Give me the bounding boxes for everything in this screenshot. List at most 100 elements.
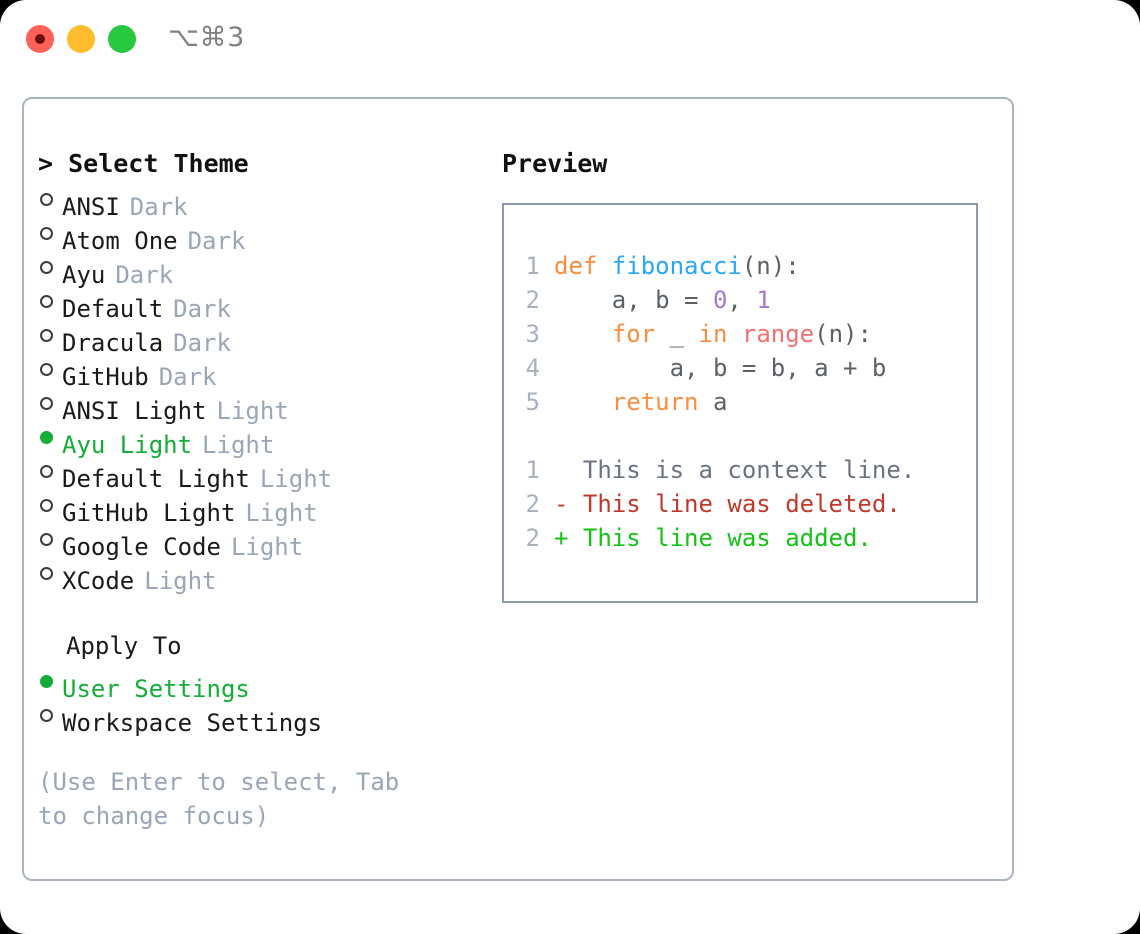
keyboard-hint-text: (Use Enter to select, Tab to change focu… <box>38 768 414 830</box>
theme-option-label: Dracula <box>62 329 164 357</box>
diff-line-text: - This line was deleted. <box>554 490 901 518</box>
theme-option-variant-badge: Dark <box>173 329 231 357</box>
radio-unselected-icon <box>38 351 62 385</box>
theme-option-variant-badge: Light <box>259 465 333 493</box>
apply-to-option-user-settings[interactable]: User Settings <box>38 663 498 703</box>
theme-option-label: Default <box>62 295 164 323</box>
theme-option-label: GitHub <box>62 363 149 391</box>
code-line-text: return a <box>554 385 728 419</box>
traffic-light-buttons <box>26 25 136 53</box>
code-token-pl: , <box>727 286 757 314</box>
code-line: 1 def fibonacci(n): <box>504 249 976 283</box>
theme-option-variant-badge: Dark <box>129 193 188 221</box>
preview-spacer <box>504 419 976 453</box>
code-line: 3 for _ in range(n): <box>504 317 976 351</box>
code-token-pl: a, b = b, a + b <box>554 354 887 382</box>
code-token-kw: return <box>611 388 699 416</box>
diff-line-text: This is a context line. <box>554 456 916 484</box>
keyboard-shortcut-label: ⌥⌘3 <box>168 22 245 53</box>
apply-to-option-label: User Settings <box>62 675 250 703</box>
theme-option-dracula[interactable]: Dracula Dark <box>38 317 498 357</box>
code-token-num: 1 <box>756 286 771 314</box>
radio-unselected-icon <box>38 697 62 731</box>
theme-option-google-code[interactable]: Google Code Light <box>38 521 498 561</box>
theme-option-label: GitHub Light <box>62 499 236 527</box>
code-line-text: for _ in range(n): <box>554 317 872 351</box>
code-line-number: 1 <box>525 252 540 280</box>
diff-line-ctx: 1 This is a context line. <box>504 453 976 487</box>
theme-option-label: Default Light <box>62 465 250 493</box>
radio-unselected-icon <box>38 317 62 351</box>
theme-option-variant-badge: Light <box>144 567 217 595</box>
code-line-text: def fibonacci(n): <box>554 249 800 283</box>
diff-line-number: 1 <box>525 456 540 484</box>
theme-option-variant-badge: Light <box>245 499 318 527</box>
diff-line-text: + This line was added. <box>554 524 872 552</box>
theme-option-label: ANSI <box>62 193 120 221</box>
theme-option-label: XCode <box>62 567 135 595</box>
theme-option-label: Atom One <box>62 227 178 255</box>
code-line-text: a, b = b, a + b <box>554 351 887 385</box>
code-token-kw: in <box>698 320 728 348</box>
radio-unselected-icon <box>38 215 62 249</box>
theme-option-variant-badge: Dark <box>173 295 231 323</box>
theme-option-label: ANSI Light <box>62 397 207 425</box>
code-line: 5 return a <box>504 385 976 419</box>
theme-option-variant-badge: Dark <box>187 227 246 255</box>
theme-option-label: Ayu <box>62 261 106 289</box>
theme-option-ayu[interactable]: Ayu Dark <box>38 249 498 289</box>
zoom-button[interactable] <box>108 25 136 53</box>
diff-line-del: 2 - This line was deleted. <box>504 487 976 521</box>
diff-line-number: 2 <box>525 490 540 518</box>
close-button[interactable] <box>26 25 54 53</box>
code-line: 2 a, b = 0, 1 <box>504 283 976 317</box>
code-token-kw: def <box>554 252 612 280</box>
diff-line-add: 2 + This line was added. <box>504 521 976 555</box>
diff-line-number: 2 <box>525 524 540 552</box>
code-token-pl: (n): <box>741 252 800 280</box>
radio-unselected-icon <box>38 385 62 419</box>
radio-unselected-icon <box>38 453 62 487</box>
theme-option-variant-badge: Dark <box>115 261 174 289</box>
radio-unselected-icon <box>38 249 62 283</box>
code-line-number: 5 <box>525 388 540 416</box>
code-line-number: 2 <box>525 286 540 314</box>
theme-option-variant-badge: Light <box>230 533 304 561</box>
radio-selected-icon <box>38 419 62 453</box>
apply-to-option-label: Workspace Settings <box>62 709 323 737</box>
theme-option-label: Google Code <box>62 533 221 561</box>
preview-heading: Preview <box>502 149 608 178</box>
radio-unselected-icon <box>38 521 62 555</box>
theme-option-default-light[interactable]: Default Light Light <box>38 453 498 493</box>
code-line-text: a, b = 0, 1 <box>554 283 771 317</box>
theme-option-xcode[interactable]: XCode Light <box>38 555 498 595</box>
radio-unselected-icon <box>38 555 62 589</box>
radio-unselected-icon <box>38 487 62 521</box>
apply-to-option-workspace-settings[interactable]: Workspace Settings <box>38 697 498 737</box>
theme-option-github-light[interactable]: GitHub Light Light <box>38 487 498 527</box>
code-token-pl: a <box>698 388 728 416</box>
theme-option-ansi[interactable]: ANSI Dark <box>38 181 498 221</box>
theme-option-ansi-light[interactable]: ANSI Light Light <box>38 385 498 425</box>
title-bar: ⌥⌘3 <box>0 0 1140 78</box>
radio-unselected-icon <box>38 181 62 215</box>
minimize-button[interactable] <box>67 25 95 53</box>
code-token-fn: fibonacci <box>611 252 742 280</box>
theme-option-default[interactable]: Default Dark <box>38 283 498 323</box>
code-token-pl: a, b = <box>554 286 713 314</box>
theme-option-variant-badge: Light <box>216 397 289 425</box>
diff-sample: 1 This is a context line. 2 - This line wa… <box>504 453 976 555</box>
theme-option-atom-one[interactable]: Atom One Dark <box>38 215 498 255</box>
code-token-bi: range <box>741 320 815 348</box>
